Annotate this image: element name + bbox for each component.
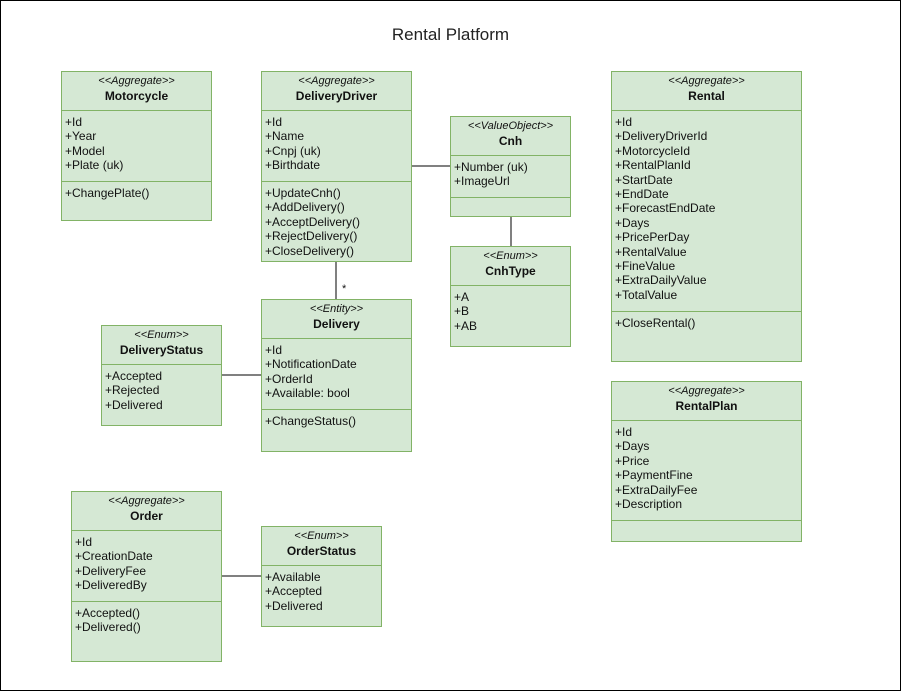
class-cnh-type[interactable]: <<Enum>> CnhType +A +B +AB [450, 246, 571, 347]
attribute: +PaymentFine [615, 468, 693, 483]
class-name: OrderStatus [286, 544, 357, 558]
attribute: +DeliveryFee [75, 563, 147, 578]
attribute: +ExtraDailyFee [615, 482, 698, 497]
attribute: +CreationDate [75, 549, 153, 564]
enum-value: +Accepted [265, 584, 323, 599]
method: +CloseRental() [615, 316, 696, 330]
class-order-status[interactable]: <<Enum>> OrderStatus +Available +Accepte… [261, 526, 382, 627]
class-name: DeliveryStatus [119, 343, 204, 357]
class-order[interactable]: <<Aggregate>> Order +Id +CreationDate +D… [71, 491, 222, 662]
attribute: +Id [75, 535, 93, 549]
class-delivery-status[interactable]: <<Enum>> DeliveryStatus +Accepted +Rejec… [101, 325, 222, 426]
attribute: +MotorcycleId [615, 143, 691, 158]
class-motorcycle[interactable]: <<Aggregate>> Motorcycle +Id +Year +Mode… [61, 71, 212, 221]
attribute: +RentalValue [615, 244, 687, 259]
attribute: +DeliveryDriverId [615, 129, 708, 144]
class-name: Cnh [498, 134, 523, 148]
method: +UpdateCnh() [265, 186, 341, 200]
attribute: +Number (uk) [454, 160, 528, 174]
attribute: +Id [265, 115, 283, 129]
class-delivery-driver[interactable]: <<Aggregate>> DeliveryDriver +Id +Name +… [261, 71, 412, 262]
attribute: +TotalValue [615, 287, 678, 302]
enum-value: +Delivered [265, 598, 323, 613]
class-delivery[interactable]: <<Entity>> Delivery +Id +NotificationDat… [261, 299, 412, 452]
stereotype: <<Aggregate>> [108, 495, 185, 507]
diagram-title: Rental Platform [391, 25, 510, 44]
attribute: +Model [65, 143, 105, 158]
attribute: +DeliveredBy [75, 578, 147, 593]
stereotype: <<Aggregate>> [668, 385, 745, 397]
method: +Accepted() [75, 606, 141, 620]
attribute: +ForecastEndDate [615, 201, 716, 216]
method: +ChangePlate() [65, 186, 150, 200]
method: +Delivered() [75, 620, 141, 635]
attribute: +PricePerDay [615, 230, 690, 245]
attribute: +Price [615, 453, 650, 468]
method: +AddDelivery() [265, 200, 345, 215]
class-name: Motorcycle [104, 89, 169, 103]
class-name: CnhType [485, 264, 536, 278]
class-name: Rental [688, 89, 725, 103]
attribute: +Days [615, 439, 650, 454]
class-name: Order [130, 509, 163, 523]
stereotype: <<Enum>> [134, 329, 189, 341]
enum-value: +A [454, 290, 470, 304]
attribute: +ExtraDailyValue [615, 273, 707, 288]
attribute: +ImageUrl [454, 174, 510, 189]
stereotype: <<ValueObject>> [467, 120, 554, 132]
stereotype: <<Entity>> [309, 303, 364, 315]
attribute: +EndDate [615, 187, 669, 202]
enum-value: +Accepted [105, 369, 163, 383]
class-rental[interactable]: <<Aggregate>> Rental +Id +DeliveryDriver… [611, 71, 802, 362]
attribute: +Cnpj (uk) [265, 143, 321, 158]
attribute: +Id [615, 425, 633, 439]
attribute: +Id [65, 115, 83, 129]
attribute: +RentalPlanId [615, 158, 691, 173]
enum-value: +Rejected [105, 383, 160, 398]
enum-value: +Delivered [105, 397, 163, 412]
class-name: Delivery [313, 317, 360, 331]
stereotype: <<Enum>> [294, 530, 349, 542]
method: +ChangeStatus() [265, 414, 357, 428]
class-name: DeliveryDriver [295, 89, 378, 103]
attribute: +Birthdate [265, 158, 321, 173]
stereotype: <<Enum>> [483, 250, 538, 262]
enum-value: +AB [454, 318, 478, 333]
attribute: +FineValue [615, 259, 676, 274]
multiplicity-driver-delivery: * [342, 283, 347, 295]
stereotype: <<Aggregate>> [668, 75, 745, 87]
method: +CloseDelivery() [265, 243, 355, 258]
attribute: +Name [265, 129, 305, 144]
attribute: +Year [65, 129, 97, 144]
class-rental-plan[interactable]: <<Aggregate>> RentalPlan +Id +Days +Pric… [611, 381, 802, 542]
enum-value: +Available [265, 570, 321, 584]
attribute: +Id [265, 343, 283, 357]
attribute: +Days [615, 215, 650, 230]
method: +AcceptDelivery() [265, 214, 361, 229]
enum-value: +B [454, 304, 470, 319]
attribute: +Plate (uk) [65, 158, 124, 173]
attribute: +Id [615, 115, 633, 129]
attribute: +StartDate [615, 172, 673, 187]
attribute: +OrderId [265, 371, 313, 386]
method: +RejectDelivery() [265, 229, 358, 244]
stereotype: <<Aggregate>> [298, 75, 375, 87]
attribute: +Available: bool [265, 386, 350, 401]
attribute: +NotificationDate [265, 357, 357, 372]
attribute: +Description [615, 497, 683, 512]
class-name: RentalPlan [675, 399, 738, 413]
stereotype: <<Aggregate>> [98, 75, 175, 87]
class-cnh[interactable]: <<ValueObject>> Cnh +Number (uk) +ImageU… [450, 116, 571, 217]
